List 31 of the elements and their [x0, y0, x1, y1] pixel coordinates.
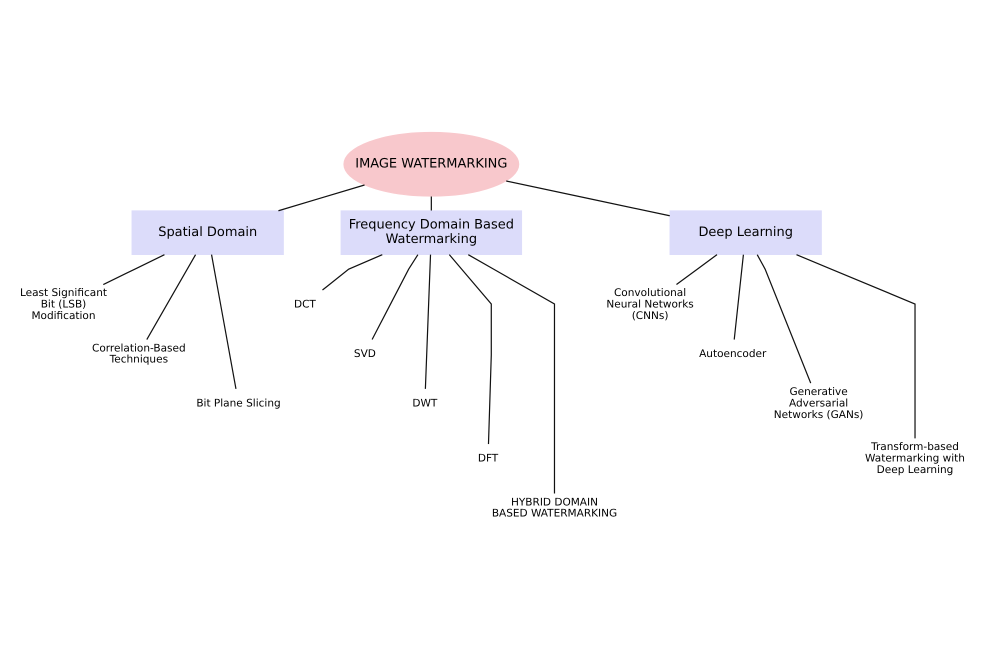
connector	[676, 254, 718, 285]
connector	[103, 254, 165, 285]
node-box: Deep Learning	[670, 210, 822, 254]
node-text: Transform-based Watermarking with Deep Learning	[865, 440, 965, 476]
node-box: Spatial Domain	[132, 210, 284, 254]
node-box: Frequency Domain Based Watermarking	[340, 210, 522, 254]
node-text: DCT	[294, 298, 316, 310]
connector	[278, 184, 365, 211]
connector	[756, 254, 812, 383]
connector	[468, 254, 556, 493]
connector	[322, 254, 383, 290]
node-text: DWT	[412, 396, 438, 409]
node-text: Least Significant Bit (LSB) Modification	[20, 286, 108, 322]
connector	[796, 254, 916, 438]
connector	[424, 254, 432, 388]
node-text: Correlation-Based Techniques	[92, 342, 186, 366]
node-text: DFT	[478, 452, 498, 464]
node-text: SVD	[354, 347, 376, 360]
connector	[146, 254, 196, 340]
node-text: Bit Plane Slicing	[196, 396, 281, 409]
node-text: HYBRID DOMAIN BASED WATERMARKING	[492, 496, 618, 520]
connector	[372, 254, 418, 340]
node-text: Autoencoder	[699, 347, 766, 360]
node-text: Generative Adversarial Networks (GANs)	[774, 386, 864, 420]
connector	[210, 254, 237, 388]
node-text: Convolutional Neural Networks (CNNs)	[606, 286, 694, 322]
connector	[430, 196, 432, 210]
connector	[734, 254, 744, 340]
connector	[448, 254, 492, 444]
node-ellipse: IMAGE WATERMARKING	[343, 131, 520, 196]
connector	[506, 180, 670, 216]
